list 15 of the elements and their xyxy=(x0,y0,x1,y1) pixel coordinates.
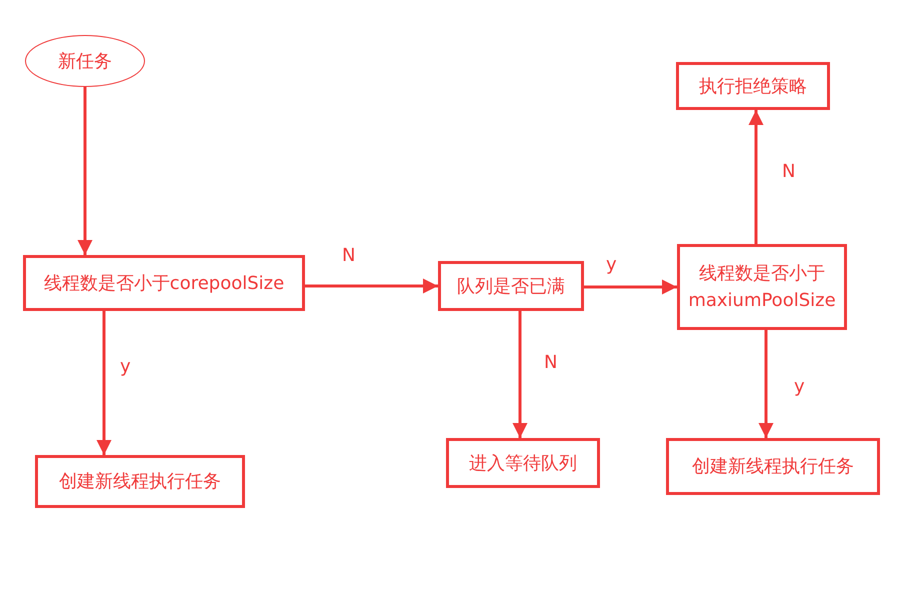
arrow xyxy=(512,311,528,438)
process-box: 进入等待队列 xyxy=(446,438,600,488)
arrow xyxy=(305,278,438,294)
arrow xyxy=(584,280,677,294)
decision-box: 线程数是否小于 maxiumPoolSize xyxy=(677,244,847,330)
process-box: 创建新线程执行任务 xyxy=(666,438,880,495)
process-box: 创建新线程执行任务 xyxy=(35,455,245,508)
arrow xyxy=(78,87,92,255)
decision-box: 线程数是否小于corepoolSize xyxy=(23,255,305,311)
arrow xyxy=(748,110,764,244)
arrow xyxy=(96,311,112,455)
arrow xyxy=(758,330,774,438)
start-ellipse: 新任务 xyxy=(25,35,145,87)
process-box: 执行拒绝策略 xyxy=(676,62,830,110)
decision-box: 队列是否已满 xyxy=(438,261,584,311)
